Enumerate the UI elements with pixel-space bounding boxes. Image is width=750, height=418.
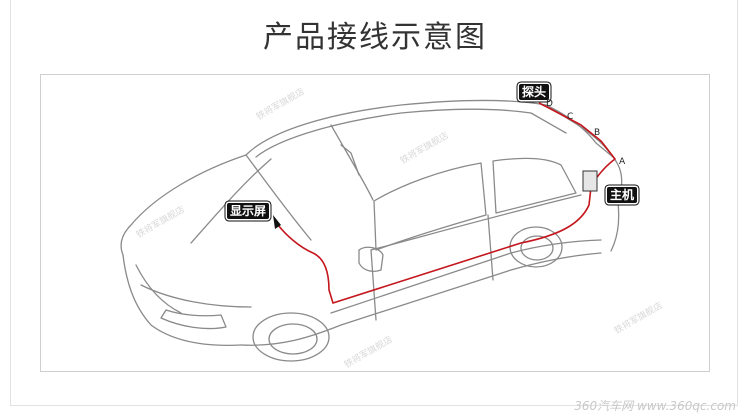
page-title: 产品接线示意图 <box>263 20 487 55</box>
host-callout: 主机 <box>607 187 638 203</box>
probe-callout: 探头 <box>519 84 550 100</box>
wiring-diagram: 显示屏 主机 探头 A B C D 铁将军旗舰店 铁将军旗舰店 铁将军旗舰店 铁… <box>40 74 710 372</box>
probe-point-b: B <box>594 128 601 138</box>
display-pointer <box>273 215 281 229</box>
display-callout: 显示屏 <box>227 203 270 219</box>
car-illustration <box>120 99 623 362</box>
page-frame <box>10 0 738 406</box>
car-body-outline <box>120 99 623 362</box>
host-unit-box <box>582 170 598 192</box>
probe-point-c: C <box>567 112 574 122</box>
probe-point-d: D <box>546 99 553 109</box>
site-logo: 360汽车网 www.360qc.com <box>574 399 736 413</box>
probe-point-a: A <box>619 157 626 167</box>
